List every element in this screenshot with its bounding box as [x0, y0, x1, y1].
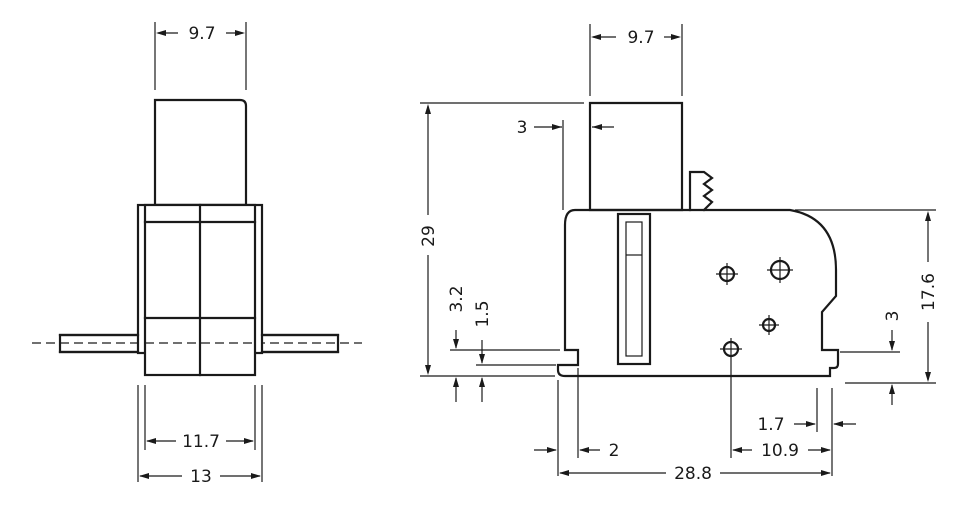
side-right-gap-label: 1.7 [757, 415, 784, 435]
side-top-offset-label: 3 [517, 118, 528, 138]
side-total-height-label: 29 [419, 225, 439, 247]
side-step-height-label: 1.5 [473, 300, 493, 327]
side-top-width-label: 9.7 [627, 28, 654, 48]
side-body-height-label: 17.6 [919, 273, 939, 311]
side-total-length-label: 28.8 [674, 464, 712, 484]
front-inner-width-label: 11.7 [182, 432, 220, 452]
side-view: 9.7 3 29 3.2 1.5 [419, 24, 939, 484]
side-foot-offset-label: 2 [609, 441, 620, 461]
front-view: 9.7 11.7 13 [32, 22, 362, 487]
side-lower-height-label: 3 [883, 311, 903, 322]
front-top-width-label: 9.7 [188, 24, 215, 44]
side-pin-height-label: 3.2 [447, 285, 467, 312]
side-hole-offset-label: 10.9 [761, 441, 799, 461]
front-outer-width-label: 13 [190, 467, 212, 487]
